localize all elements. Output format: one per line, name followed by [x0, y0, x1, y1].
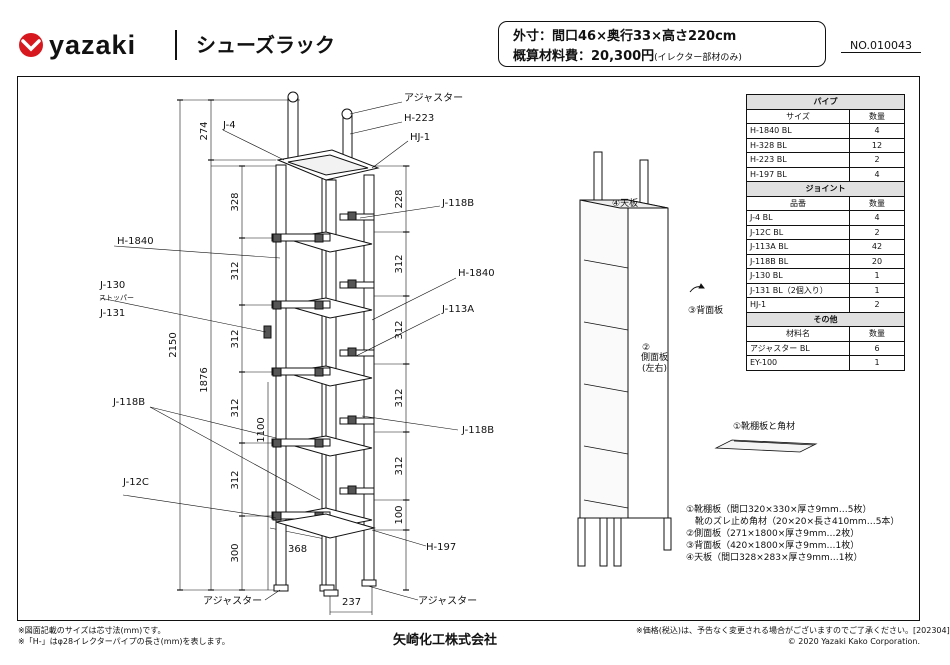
dim-1100: 1100	[256, 417, 267, 442]
dim-312-1: 312	[230, 261, 241, 280]
label-j4: J-4	[222, 120, 236, 131]
doc-number: NO.010043	[841, 39, 921, 53]
material-notes: ①靴棚板（間口320×330×厚さ9mm…5枚） 靴のズレ止め角材（20×20×…	[686, 504, 899, 564]
note-line: 靴のズレ止め角材（20×20×長さ410mm…5本）	[686, 517, 900, 527]
dim-312-3: 312	[230, 398, 241, 417]
label-side-panel: 側面板	[641, 351, 668, 363]
dim-1876: 1876	[199, 367, 210, 392]
dimension-numbers: 274 328 312 312 312 312 300 2150 1876 11…	[168, 121, 405, 608]
dim-312-4: 312	[230, 470, 241, 489]
label-h1840-right: H-1840	[458, 268, 495, 279]
header-divider	[175, 30, 177, 60]
spec-cost: 概算材料費：20,300円(イレクター部材のみ)	[513, 45, 742, 64]
spec-cost-note: (イレクター部材のみ)	[654, 53, 742, 63]
label-j12c: J-12C	[122, 477, 149, 488]
footer-note: ※図面記載のサイズは芯寸法(mm)です。	[18, 626, 166, 635]
page-title: シューズラック	[196, 33, 335, 57]
brand-mark-icon	[19, 33, 43, 57]
dim-237: 237	[342, 597, 361, 608]
dim-274: 274	[199, 121, 210, 140]
spec-dimensions: 外寸：間口46×奥行33×高さ220cm	[513, 29, 737, 44]
bom-pipe-col1: サイズ	[746, 108, 850, 124]
dimension-lines	[177, 99, 410, 615]
dim-2150: 2150	[168, 332, 179, 357]
bom-pipe-col2: 数量	[849, 108, 905, 124]
footer-note: ※価格(税込)は、予告なく変更される場合がございますのでご了承ください。[202…	[636, 626, 950, 635]
rack-frame	[263, 91, 380, 597]
board-label: ①靴棚板と角材	[733, 422, 796, 432]
table-row: J-131 BL（2個入り）1	[746, 282, 905, 298]
label-side-panel-lr: (左右)	[642, 362, 667, 374]
note-line: ①靴棚板（間口320×330×厚さ9mm…5枚）	[686, 505, 872, 515]
note-line: ③背面板（420×1800×厚さ9mm…1枚）	[686, 541, 860, 551]
side-view	[577, 151, 705, 567]
dim-312-2: 312	[230, 329, 241, 348]
dim-368: 368	[288, 544, 307, 555]
dim-100: 100	[394, 505, 405, 524]
bom-joint-col1: 品番	[746, 195, 850, 211]
label-back-panel: ③背面板	[688, 304, 723, 316]
label-side-panel-num: ②	[642, 343, 650, 353]
brand-logo: yazaki	[18, 30, 136, 60]
spec-box: 外寸：間口46×奥行33×高さ220cm 概算材料費：20,300円(イレクター…	[498, 21, 826, 67]
bom-other-header: その他	[746, 311, 905, 327]
drawing-frame	[17, 76, 920, 621]
label-stopper: ストッパー	[99, 294, 134, 302]
dim-312-r3: 312	[394, 388, 405, 407]
footer-note: ※「H-」はφ28イレクターパイプの長さ(mm)を表します。	[18, 637, 230, 646]
label-hj1: HJ-1	[410, 132, 430, 143]
note-line: ④天板（間口328×283×厚さ9mm…1枚）	[686, 553, 863, 563]
label-j130: J-130	[99, 280, 125, 291]
dim-328: 328	[230, 192, 241, 211]
dim-228: 228	[394, 189, 405, 208]
bom-joint-header: ジョイント	[746, 181, 905, 197]
bom-joint-col2: 数量	[849, 195, 905, 211]
footer-notes-right: ※価格(税込)は、予告なく変更される場合がございますのでご了承ください。[202…	[636, 625, 950, 647]
label-adjuster-top: アジャスター	[404, 92, 463, 104]
label-top-panel: ④天板	[612, 197, 638, 209]
label-adjuster-left: アジャスター	[203, 595, 262, 607]
company-name: 矢崎化工株式会社	[393, 633, 498, 648]
label-j118b-left: J-118B	[112, 397, 145, 408]
label-j118b-right: J-118B	[461, 425, 494, 436]
label-h1840-left: H-1840	[117, 236, 154, 247]
spec-cost-value: 概算材料費：20,300円	[513, 49, 655, 64]
note-line: ②側面板（271×1800×厚さ9mm…2枚）	[686, 529, 860, 539]
dim-312-r4: 312	[394, 456, 405, 475]
label-h223: H-223	[404, 113, 434, 124]
copyright: © 2020 Yazaki Kako Corporation.	[787, 637, 920, 646]
footer-notes-left: ※図面記載のサイズは芯寸法(mm)です。 ※「H-」はφ28イレクターパイプの長…	[18, 625, 230, 647]
dim-300: 300	[230, 543, 241, 562]
bom-other-col2: 数量	[849, 326, 905, 342]
label-j118b-top: J-118B	[441, 198, 474, 209]
label-adjuster-right: アジャスター	[418, 595, 477, 607]
leader-lines	[99, 101, 459, 601]
label-j131: J-131	[99, 308, 125, 319]
bom-pipe-header: パイプ	[746, 94, 905, 110]
bom-other-col1: 材料名	[746, 326, 850, 342]
dim-312-r1: 312	[394, 254, 405, 273]
brand-name: yazaki	[49, 29, 137, 60]
dim-312-r2: 312	[394, 320, 405, 339]
label-j113a: J-113A	[441, 304, 474, 315]
shelf-board-sketch	[714, 439, 818, 453]
label-h197: H-197	[426, 542, 456, 553]
